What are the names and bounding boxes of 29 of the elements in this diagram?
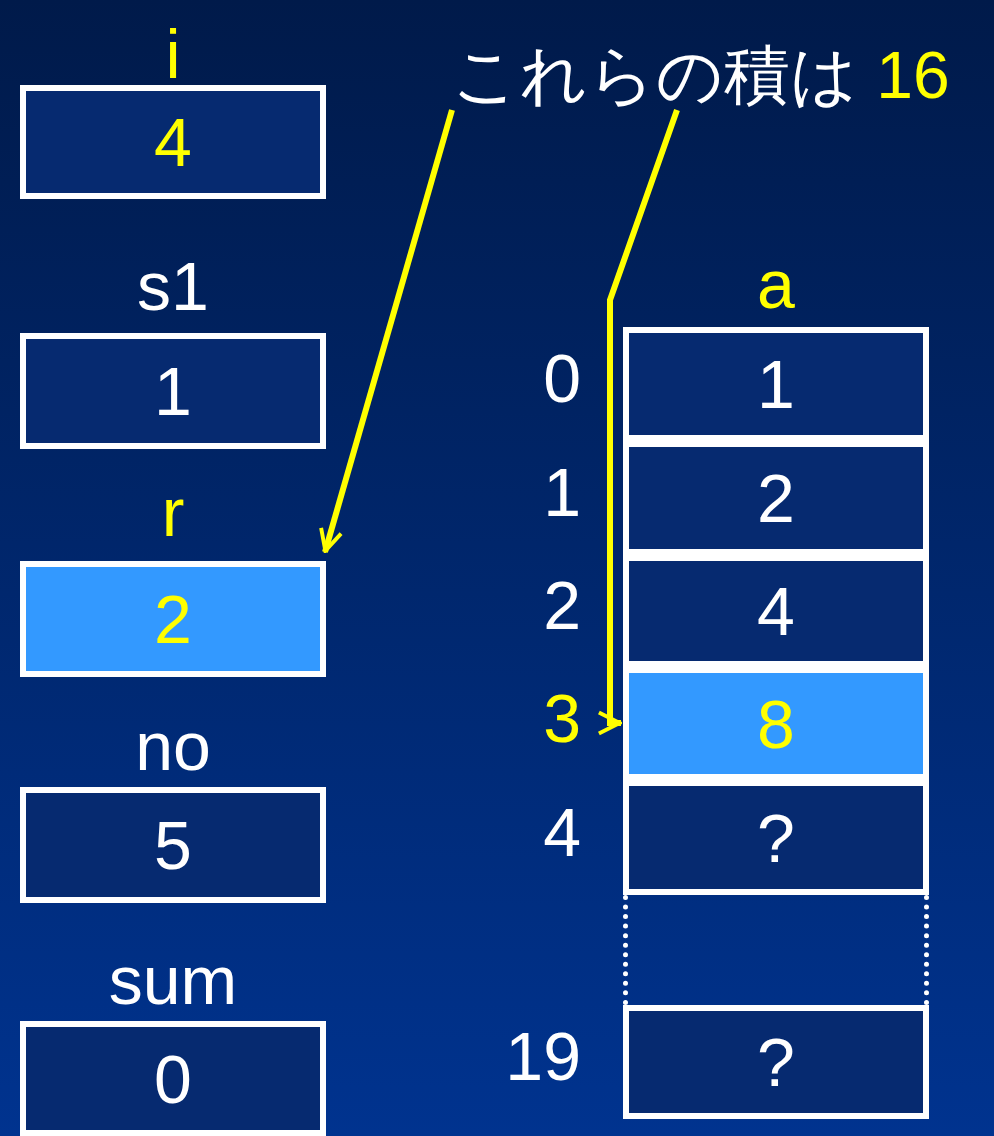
- index-number: 3: [543, 683, 581, 752]
- callout-text: これらの積は 16: [452, 42, 950, 108]
- variable-name: sum: [107, 946, 239, 1014]
- cell-value: 2: [757, 459, 795, 537]
- variable-name: r: [160, 478, 186, 546]
- variable-value: 4: [154, 103, 192, 181]
- cell-value: ?: [757, 1023, 795, 1101]
- variable-name: i: [164, 20, 182, 88]
- variable-value: 1: [154, 352, 192, 430]
- variable-value: 2: [154, 580, 192, 658]
- variable-name: no: [134, 712, 212, 780]
- cell-value: 1: [757, 345, 795, 423]
- cell-value: 4: [757, 572, 795, 650]
- array-cell: [623, 327, 929, 441]
- cell-value: 8: [757, 684, 795, 763]
- variable-value: 0: [154, 1039, 192, 1118]
- variable-name: s1: [136, 252, 210, 320]
- array-cell: [623, 780, 929, 895]
- index-number: 2: [543, 571, 581, 639]
- index-number: 4: [543, 797, 581, 866]
- cell-value: ?: [757, 798, 795, 877]
- variable-value: 5: [154, 806, 192, 884]
- index-number: 19: [505, 1022, 581, 1090]
- array-cell: [623, 1005, 929, 1119]
- index-number: 1: [543, 458, 581, 526]
- array-name: a: [756, 250, 796, 318]
- index-number: 0: [543, 344, 581, 412]
- arrow: [319, 109, 455, 553]
- arrow: [596, 109, 680, 736]
